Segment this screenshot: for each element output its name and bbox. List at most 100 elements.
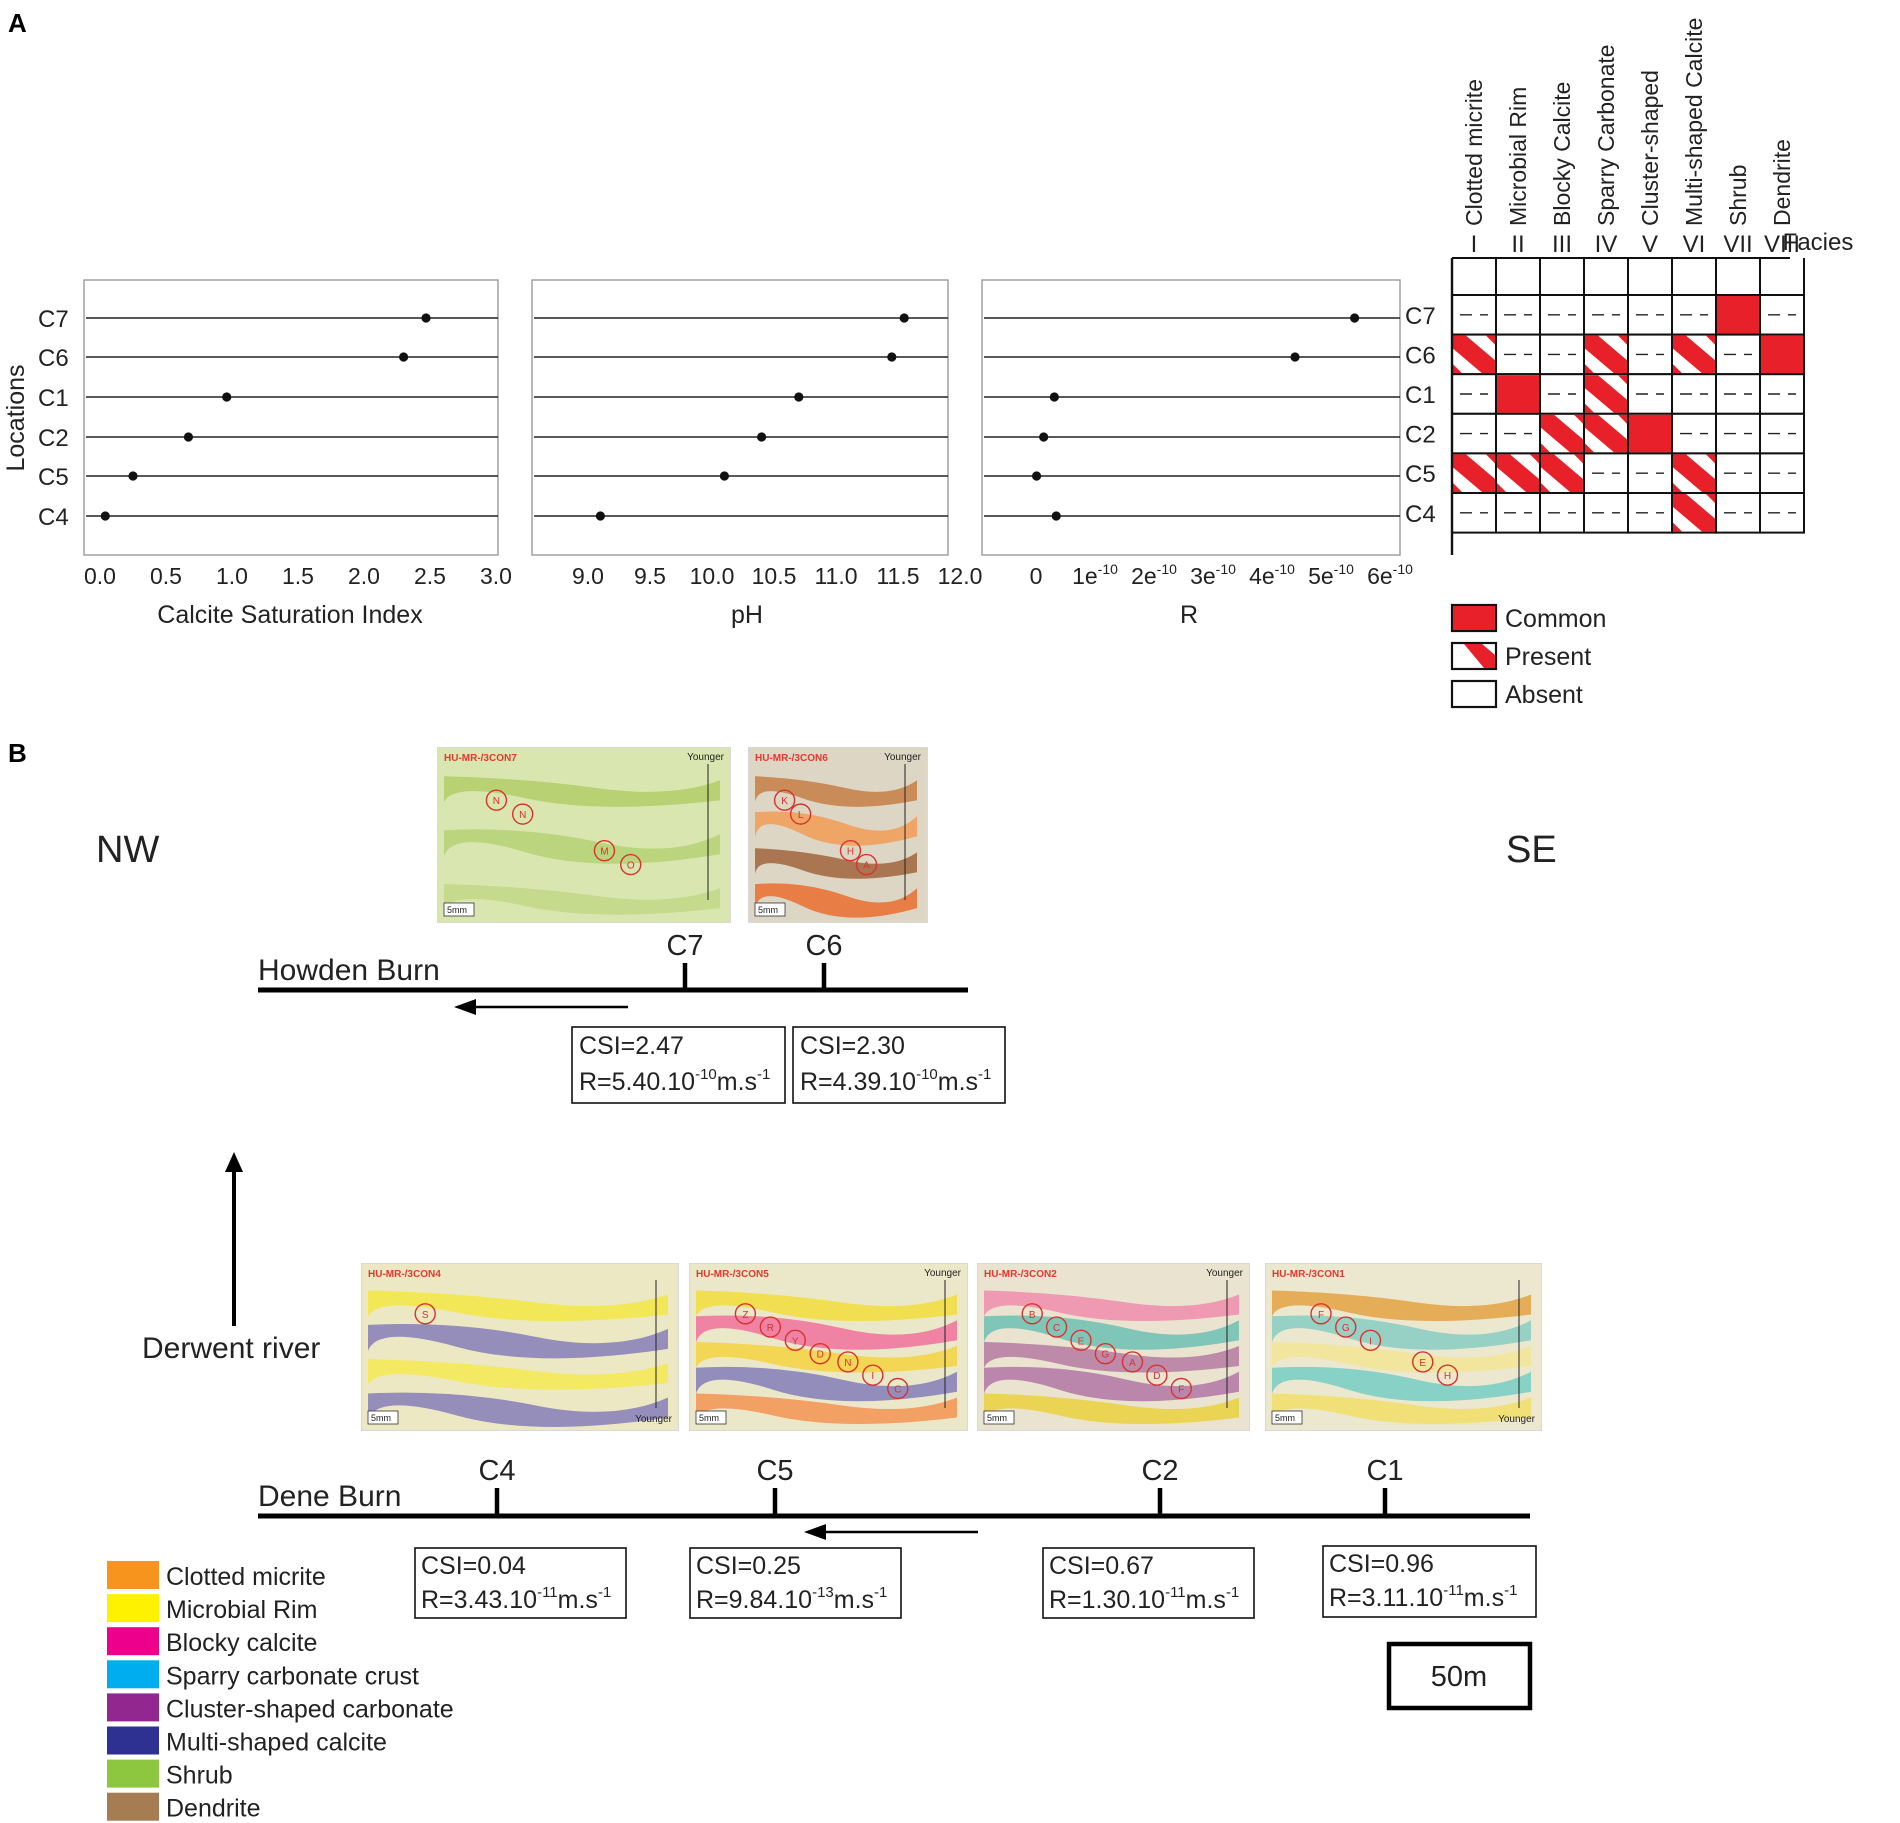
svg-text:H: H <box>1444 1371 1451 1382</box>
facies-cell-c4-5 <box>1627 492 1673 534</box>
facies-cell-c2-8 <box>1759 412 1805 455</box>
r-value-c4: R=3.43.10-11m.s-1 <box>421 1584 611 1614</box>
svg-text:O: O <box>627 861 635 872</box>
x-tick-label: 10.0 <box>690 563 735 589</box>
facies-column-name-8: Dendrite <box>1769 139 1795 226</box>
facies-cell-c4-2 <box>1495 492 1541 534</box>
table-row-label-c4: C4 <box>1405 501 1436 528</box>
dot-c4 <box>1051 511 1061 521</box>
x-tick-label: 4e-10 <box>1249 561 1295 589</box>
svg-text:F: F <box>1178 1385 1184 1396</box>
facies-legend-label-4: Sparry carbonate crust <box>166 1662 419 1690</box>
x-axis-label: Calcite Saturation Index <box>157 601 423 629</box>
dene-burn: Dene Burn <box>258 1480 1530 1540</box>
svg-text:C: C <box>1053 1323 1060 1334</box>
dot-c2 <box>1039 432 1049 442</box>
y-tick-label-c5: C5 <box>38 464 69 491</box>
dot-c5 <box>128 471 138 481</box>
site-label-c6: C6 <box>805 930 842 962</box>
csi-value-c2: CSI=0.67 <box>1049 1552 1154 1580</box>
facies-cell-c4-6 <box>1671 492 1717 534</box>
r-value-c6: R=4.39.10-10m.s-1 <box>800 1066 991 1096</box>
dot-c1 <box>222 392 232 402</box>
facies-cell-c6-3 <box>1539 333 1585 376</box>
direction-nw: NW <box>96 829 159 871</box>
svg-text:HU-MR-/3CON7: HU-MR-/3CON7 <box>444 753 517 764</box>
svg-text:HU-MR-/3CON2: HU-MR-/3CON2 <box>984 1269 1057 1280</box>
svg-text:M: M <box>600 847 608 858</box>
facies-cell-c7-8 <box>1759 294 1805 336</box>
dot-c2 <box>757 432 767 442</box>
svg-text:HU-MR-/3CON5: HU-MR-/3CON5 <box>696 1269 769 1280</box>
svg-text:N: N <box>519 810 526 821</box>
svg-text:N: N <box>493 796 500 807</box>
facies-cell-c7-6 <box>1671 294 1717 336</box>
csi-value-c7: CSI=2.47 <box>579 1032 684 1060</box>
y-tick-label-c2: C2 <box>38 425 69 452</box>
facies-cell-c1-3 <box>1539 373 1585 415</box>
facies-swatch-1 <box>107 1561 159 1589</box>
facies-cell-c5-7 <box>1715 452 1761 494</box>
plot-frame <box>531 279 949 556</box>
r-value-c7: R=5.40.10-10m.s-1 <box>579 1066 770 1096</box>
x-tick-label: 2e-10 <box>1131 561 1177 589</box>
facies-corner-label: Facies <box>1783 229 1854 256</box>
svg-text:R: R <box>767 1323 774 1334</box>
facies-cell-c7-3 <box>1539 294 1585 336</box>
facies-column-name-1: Clotted micrite <box>1461 79 1487 226</box>
y-tick-label-c6: C6 <box>38 345 69 372</box>
svg-text:Z: Z <box>742 1310 748 1321</box>
x-tick-label: 6e-10 <box>1367 561 1413 589</box>
svg-text:I: I <box>871 1371 874 1382</box>
facies-cell-c5-4 <box>1583 452 1629 494</box>
facies-cell-c2-1 <box>1451 412 1497 455</box>
y-tick-label-c7: C7 <box>38 306 69 333</box>
x-tick-label: 1.5 <box>282 563 314 589</box>
facies-legend-label-5: Cluster-shaped carbonate <box>166 1695 454 1723</box>
x-tick-label: 1e-10 <box>1072 561 1118 589</box>
facies-cell-c6-4 <box>1583 333 1629 376</box>
facies-swatch-3 <box>107 1627 159 1656</box>
dot-c1 <box>1049 392 1059 402</box>
facies-cell-c4-3 <box>1539 492 1585 534</box>
facies-cell-c2-6 <box>1671 412 1717 455</box>
svg-text:A: A <box>1129 1358 1136 1369</box>
facies-legend-label-1: Clotted micrite <box>166 1563 326 1591</box>
facies-swatch-6 <box>107 1726 159 1755</box>
facies-cell-c5-8 <box>1759 452 1805 494</box>
plot-frame <box>981 279 1401 556</box>
facies-cell-c1-7 <box>1715 373 1761 415</box>
facies-numeral-3: III <box>1552 231 1572 258</box>
svg-text:5mm: 5mm <box>699 1413 719 1423</box>
svg-text:Younger: Younger <box>1206 1268 1244 1279</box>
svg-text:B: B <box>1029 1310 1036 1321</box>
table-row-label-c5: C5 <box>1405 461 1436 488</box>
site-box-c2 <box>1042 1547 1255 1619</box>
x-tick-label: 0 <box>1030 563 1043 589</box>
y-tick-label-c1: C1 <box>38 385 69 412</box>
howden-burn: Howden Burn <box>258 954 968 1015</box>
svg-text:HU-MR-/3CON4: HU-MR-/3CON4 <box>368 1269 441 1280</box>
x-tick-label: 0.0 <box>84 563 116 589</box>
legend-swatch-absent <box>1450 679 1498 709</box>
facies-cell-c7-2 <box>1495 294 1541 336</box>
csi-value-c4: CSI=0.04 <box>421 1552 526 1580</box>
dot-c5 <box>719 471 730 481</box>
r-value-c2: R=1.30.10-11m.s-1 <box>1049 1584 1239 1614</box>
dot-c1 <box>794 392 804 402</box>
svg-text:D: D <box>817 1350 824 1361</box>
facies-swatch-4 <box>107 1660 159 1689</box>
dot-c6 <box>399 352 409 362</box>
x-tick-label: 3.0 <box>480 563 512 589</box>
facies-cell-c2-7 <box>1715 412 1761 455</box>
facies-column-name-2: Microbial Rim <box>1505 87 1531 226</box>
facies-cell-c5-6 <box>1671 452 1717 494</box>
x-tick-label: 1.0 <box>216 563 248 589</box>
svg-text:Younger: Younger <box>884 752 922 763</box>
